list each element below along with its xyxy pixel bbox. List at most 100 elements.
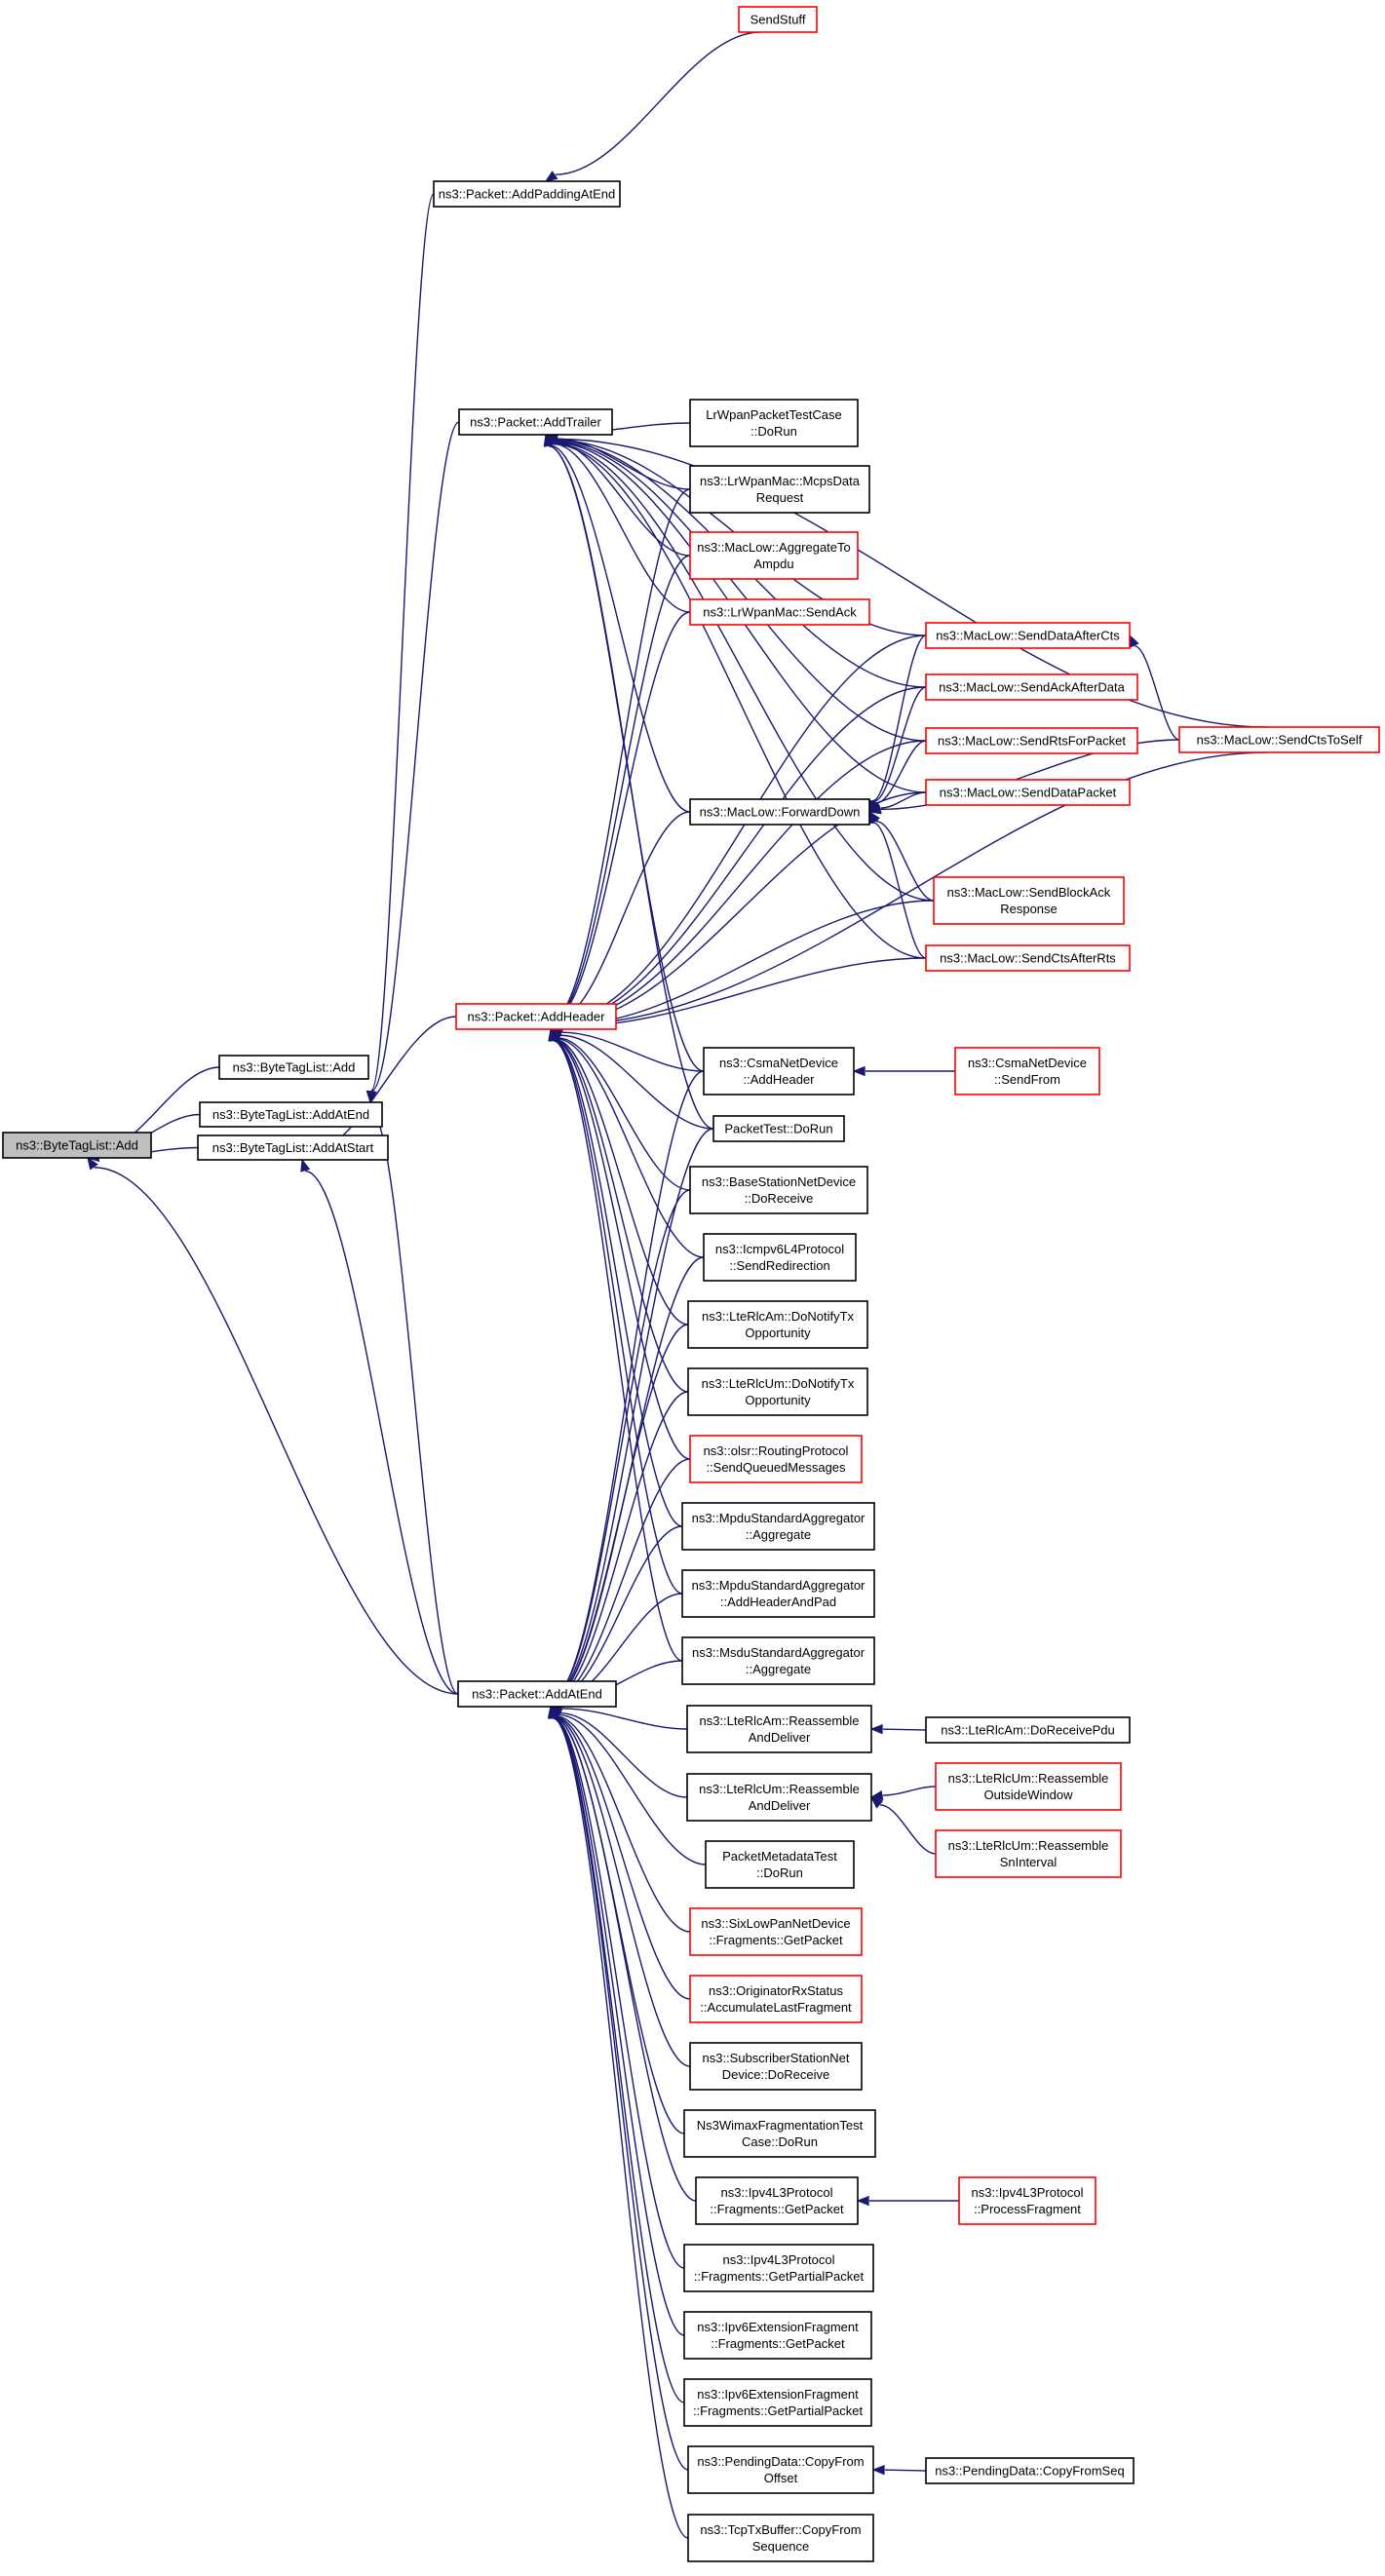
edge-line	[555, 442, 691, 557]
edge-line	[560, 1034, 714, 1130]
node-sixlowpan[interactable]: ns3::SixLowPanNetDevice::Fragments::GetP…	[689, 1907, 863, 1956]
edge-line	[370, 421, 460, 1092]
node-label: ns3::Ipv4L3Protocol	[721, 2185, 833, 2200]
node-csmasendfrom[interactable]: ns3::CsmaNetDevice::SendFrom	[954, 1047, 1100, 1096]
node-label: ns3::PendingData::CopyFromSeq	[935, 2464, 1124, 2479]
node-label: Offset	[764, 2471, 798, 2485]
node-btl_addatend[interactable]: ns3::ByteTagList::AddAtEnd	[199, 1101, 383, 1128]
edge-line	[554, 1324, 689, 1697]
edge-lterlcam_reas-to-addatend	[549, 1703, 688, 1730]
edge-line	[558, 634, 927, 1022]
node-mpduagg[interactable]: ns3::MpduStandardAggregator::Aggregate	[681, 1502, 875, 1551]
edge-arrowhead	[300, 1158, 311, 1173]
node-csmaaddheader[interactable]: ns3::CsmaNetDevice::AddHeader	[703, 1047, 855, 1096]
node-label: ::AccumulateLastFragment	[700, 2000, 852, 2015]
node-pendingseq[interactable]: ns3::PendingData::CopyFromSeq	[925, 2457, 1135, 2484]
edge-csmaaddheader-to-addtrailer	[543, 433, 705, 1072]
node-mpduaddheader[interactable]: ns3::MpduStandardAggregator::AddHeaderAn…	[681, 1569, 875, 1618]
node-label: ns3::MpduStandardAggregator	[692, 1578, 866, 1593]
edge-arrowhead	[867, 804, 882, 815]
node-box	[954, 1047, 1100, 1096]
node-label: ns3::Packet::AddAtEnd	[472, 1687, 602, 1702]
edge-lterlcum_tx-to-addheader	[550, 1027, 689, 1393]
edge-lterlcam_recv-to-lterlcam_reas	[869, 1724, 927, 1735]
node-label: ns3::Packet::AddTrailer	[470, 415, 601, 430]
node-addheader[interactable]: ns3::Packet::AddHeader	[455, 1003, 617, 1030]
node-ipv4process[interactable]: ns3::Ipv4L3Protocol::ProcessFragment	[958, 2176, 1096, 2225]
node-box	[712, 1115, 845, 1142]
node-label: Ns3WimaxFragmentationTest	[697, 2118, 864, 2133]
node-label: ::DoReceive	[745, 1191, 814, 1206]
node-label: ns3::MacLow::SendBlockAck	[947, 885, 1111, 900]
edge-sixlowpan-to-addatend	[550, 1705, 691, 1933]
node-label: ns3::Ipv6ExtensionFragment	[697, 2320, 859, 2334]
edge-line	[882, 1786, 937, 1796]
node-addpadding[interactable]: ns3::Packet::AddPaddingAtEnd	[433, 180, 621, 208]
edge-line	[879, 1804, 937, 1855]
node-addatend[interactable]: ns3::Packet::AddAtEnd	[457, 1680, 617, 1708]
node-btl_add2[interactable]: ns3::ByteTagList::Add	[218, 1055, 369, 1080]
node-packettest[interactable]: PacketTest::DoRun	[712, 1115, 845, 1142]
node-label: ns3::LrWpanMac::SendAck	[703, 605, 857, 620]
node-box	[681, 1502, 875, 1551]
node-root[interactable]: ns3::ByteTagList::Add	[2, 1132, 152, 1159]
node-sendrtsforpacket[interactable]: ns3::MacLow::SendRtsForPacket	[925, 727, 1138, 754]
node-bsdoreceive[interactable]: ns3::BaseStationNetDevice::DoReceive	[689, 1166, 868, 1214]
node-lrsendack[interactable]: ns3::LrWpanMac::SendAck	[689, 598, 870, 626]
node-btl_addatstart[interactable]: ns3::ByteTagList::AddAtStart	[197, 1134, 389, 1161]
node-icmpv6[interactable]: ns3::Icmpv6L4Protocol::SendRedirection	[703, 1233, 857, 1282]
node-label: ::Fragments::GetPartialPacket	[694, 2269, 865, 2284]
node-label: PacketMetadataTest	[722, 1849, 837, 1864]
edge-sendctstoself-to-senddataaftercts	[1129, 634, 1180, 741]
node-ipv6partial[interactable]: ns3::Ipv6ExtensionFragment::Fragments::G…	[683, 2378, 872, 2427]
node-pktmetatest[interactable]: PacketMetadataTest::DoRun	[705, 1840, 855, 1889]
node-box	[2, 1132, 152, 1159]
node-label: Ampdu	[753, 557, 793, 571]
node-label: ns3::LteRlcAm::DoReceivePdu	[941, 1723, 1114, 1738]
edge-sendctstoself-to-forwarddown	[867, 739, 1180, 815]
node-senddatapacket[interactable]: ns3::MacLow::SendDataPacket	[925, 779, 1131, 806]
node-senddataaftercts[interactable]: ns3::MacLow::SendDataAfterCts	[925, 622, 1131, 649]
node-ipv4getpacket[interactable]: ns3::Ipv4L3Protocol::Fragments::GetPacke…	[695, 2176, 859, 2225]
node-box	[689, 798, 870, 826]
node-forwarddown[interactable]: ns3::MacLow::ForwardDown	[689, 798, 870, 826]
edge-lrsendack-to-addheader	[549, 611, 691, 1031]
edge-mcpsdata-to-addheader	[548, 488, 691, 1031]
node-msduagg[interactable]: ns3::MsduStandardAggregator::Aggregate	[681, 1636, 875, 1685]
node-lrwpantest[interactable]: LrWpanPacketTestCase::DoRun	[689, 399, 859, 447]
node-sendctstoself[interactable]: ns3::MacLow::SendCtsToSelf	[1178, 726, 1380, 753]
node-label: ::SendQueuedMessages	[706, 1460, 846, 1475]
edge-line	[553, 488, 691, 1019]
node-box	[458, 408, 613, 436]
node-ipv6getpacket[interactable]: ns3::Ipv6ExtensionFragment::Fragments::G…	[683, 2311, 872, 2360]
node-box	[935, 1762, 1122, 1811]
node-subscriber[interactable]: ns3::SubscriberStationNetDevice::DoRecei…	[689, 2042, 863, 2091]
node-originator[interactable]: ns3::OriginatorRxStatus::AccumulateLastF…	[689, 1975, 863, 2023]
node-box	[686, 1705, 872, 1753]
node-sendctsafterrts[interactable]: ns3::MacLow::SendCtsAfterRts	[925, 944, 1131, 972]
edge-line	[555, 441, 927, 742]
node-olsr[interactable]: ns3::olsr::RoutingProtocol::SendQueuedMe…	[689, 1435, 863, 1483]
node-lterlcam_recv[interactable]: ns3::LteRlcAm::DoReceivePdu	[925, 1716, 1131, 1744]
node-label: ::Fragments::GetPartialPacket	[693, 2403, 864, 2418]
node-sendackafterdata[interactable]: ns3::MacLow::SendAckAfterData	[925, 673, 1138, 701]
node-ipv4partial[interactable]: ns3::Ipv4L3Protocol::Fragments::GetParti…	[683, 2244, 874, 2292]
node-label: ns3::MacLow::SendAckAfterData	[939, 680, 1126, 695]
node-addtrailer[interactable]: ns3::Packet::AddTrailer	[458, 408, 613, 436]
node-label: ns3::ByteTagList::AddAtEnd	[212, 1107, 369, 1122]
edge-arrowhead	[548, 1027, 558, 1042]
node-sendstuff[interactable]: SendStuff	[738, 6, 818, 33]
node-label: ns3::SixLowPanNetDevice	[701, 1916, 850, 1931]
